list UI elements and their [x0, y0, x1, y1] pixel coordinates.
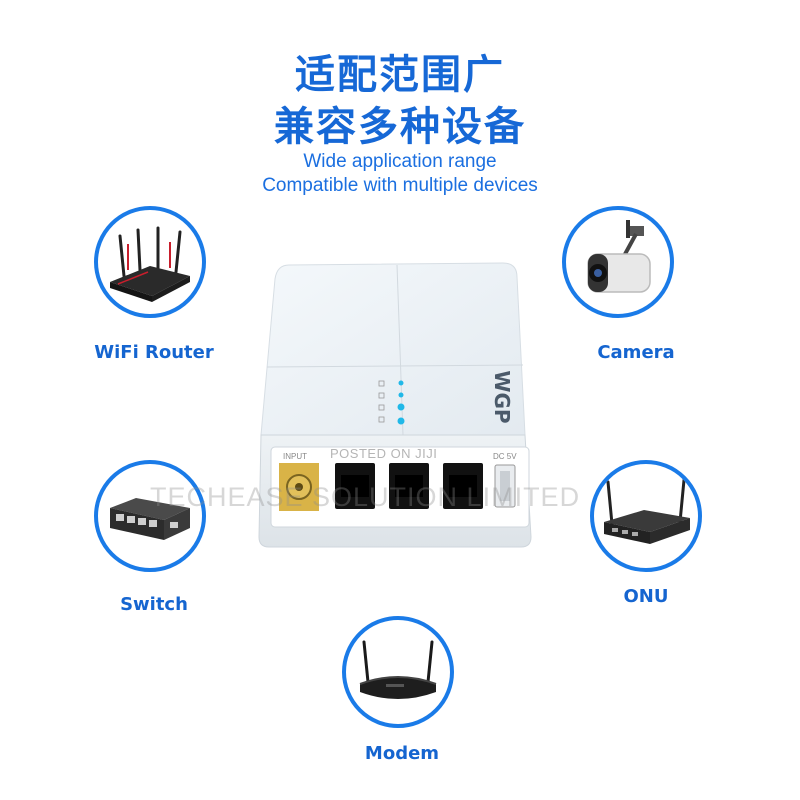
device-circle-onu [590, 460, 702, 572]
wifi-router-icon [110, 226, 190, 302]
device-label-modem: Modem [364, 743, 440, 764]
camera-icon [587, 220, 651, 293]
led-2 [398, 392, 404, 398]
heading-cn-line2: 兼容多种设备 [274, 104, 526, 150]
device-label-onu: ONU [623, 586, 669, 607]
device-circle-wifi-router [94, 206, 206, 318]
device-circle-switch [94, 460, 206, 572]
onu-icon [604, 478, 690, 544]
dc-port-label: DC 5V [493, 452, 517, 461]
switch-icon [110, 498, 190, 540]
watermark-company: TECHEASE SOLUTION LIMITED [150, 482, 581, 512]
brand-logo: WGP [490, 370, 514, 423]
device-label-switch: Switch [120, 594, 188, 615]
heading-en-line2: Compatible with multiple devices [262, 175, 538, 196]
device-circle-camera [562, 206, 674, 318]
mini-ups-device: WGP INPUT DC 5V [258, 262, 532, 548]
device-label-wifi-router: WiFi Router [94, 342, 214, 363]
watermark-posted: POSTED ON JIJI [330, 446, 438, 461]
led-3 [397, 403, 405, 411]
led-4 [397, 417, 405, 425]
modem-icon [359, 640, 437, 699]
led-1 [398, 380, 404, 386]
device-circle-modem [342, 616, 454, 728]
heading-cn-line1: 适配范围广 [295, 52, 505, 98]
input-port-label: INPUT [283, 452, 307, 461]
device-label-camera: Camera [597, 342, 675, 363]
heading-en-line1: Wide application range [303, 151, 497, 172]
